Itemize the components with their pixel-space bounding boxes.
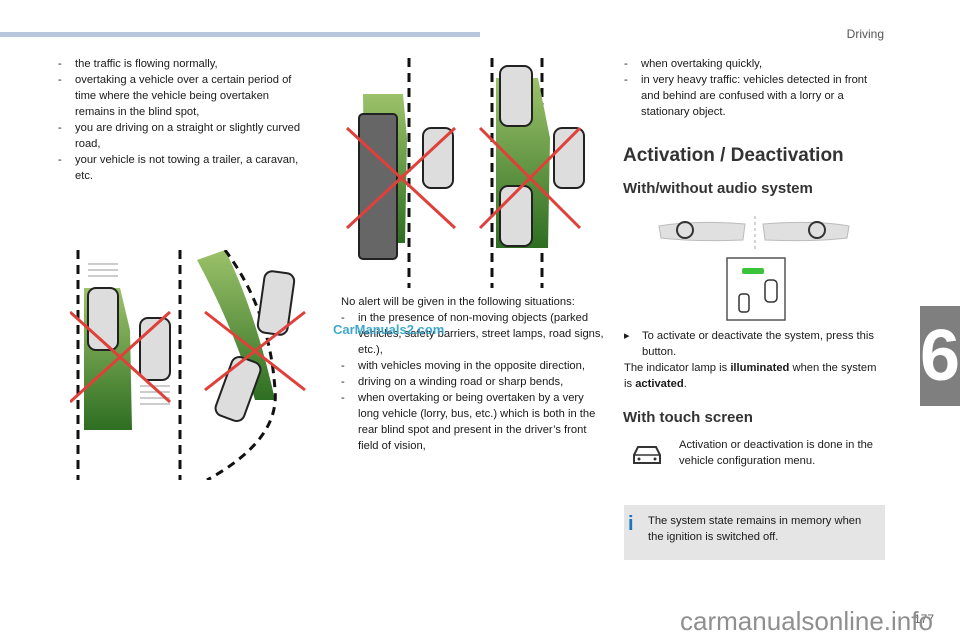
header-bar	[0, 32, 480, 37]
list-item: overtaking a vehicle over a certain peri…	[58, 72, 306, 120]
list-item: in very heavy traffic: vehicles detected…	[624, 72, 886, 120]
step-arrow-icon: ▸	[624, 330, 630, 342]
list-item: in the presence of non-moving objects (p…	[341, 310, 607, 358]
lamp-status-text: The indicator lamp is illuminated when t…	[624, 360, 886, 392]
page-number: 177	[913, 612, 934, 626]
step-text: To activate or deactivate the system, pr…	[642, 330, 874, 358]
activation-title: Activation / Deactivation	[623, 145, 844, 166]
lamp-text-pre: The indicator lamp is	[624, 362, 731, 374]
watermark-logo: CarManuals2.com	[333, 322, 445, 337]
car-icon	[633, 446, 661, 464]
straight-road-illustration	[70, 250, 182, 480]
lorry-illustration	[345, 58, 457, 288]
touch-text: Activation or deactivation is done in th…	[679, 439, 874, 467]
lamp-text-mid: when the system is	[624, 362, 877, 390]
info-icon: i	[628, 513, 634, 535]
conditions-list: the traffic is flowing normally, overtak…	[58, 56, 306, 184]
note-text: The system state remains in memory when …	[648, 515, 862, 543]
more-conditions-list: when overtaking quickly, in very heavy t…	[624, 56, 886, 120]
site-watermark: carmanualsonline.info	[680, 606, 933, 636]
curved-road-illustration	[197, 250, 306, 480]
mirror-button-illustration	[658, 216, 850, 321]
list-item: when overtaking quickly,	[624, 56, 886, 72]
audio-subtitle: With/without audio system	[623, 180, 813, 197]
chapter-tab[interactable]: 6	[920, 306, 960, 406]
list-item: driving on a winding road or sharp bends…	[341, 374, 607, 390]
list-item: your vehicle is not towing a trailer, a …	[58, 152, 306, 184]
list-item: the traffic is flowing normally,	[58, 56, 306, 72]
lamp-illuminated: illuminated	[730, 362, 790, 374]
section-title: Driving	[846, 27, 884, 41]
list-item: with vehicles moving in the opposite dir…	[341, 358, 607, 374]
touch-subtitle: With touch screen	[623, 409, 753, 426]
lamp-text-end: .	[683, 378, 687, 390]
list-item: when overtaking or being overtaken by a …	[341, 390, 607, 454]
heavy-traffic-illustration	[478, 58, 585, 288]
lamp-activated: activated	[635, 378, 684, 390]
activation-instructions: ▸ To activate or deactivate the system, …	[624, 328, 886, 392]
no-alert-intro: No alert will be given in the following …	[341, 296, 575, 308]
no-alert-section: No alert will be given in the following …	[341, 294, 607, 454]
info-note: i The system state remains in memory whe…	[624, 505, 885, 560]
list-item: you are driving on a straight or slightl…	[58, 120, 306, 152]
